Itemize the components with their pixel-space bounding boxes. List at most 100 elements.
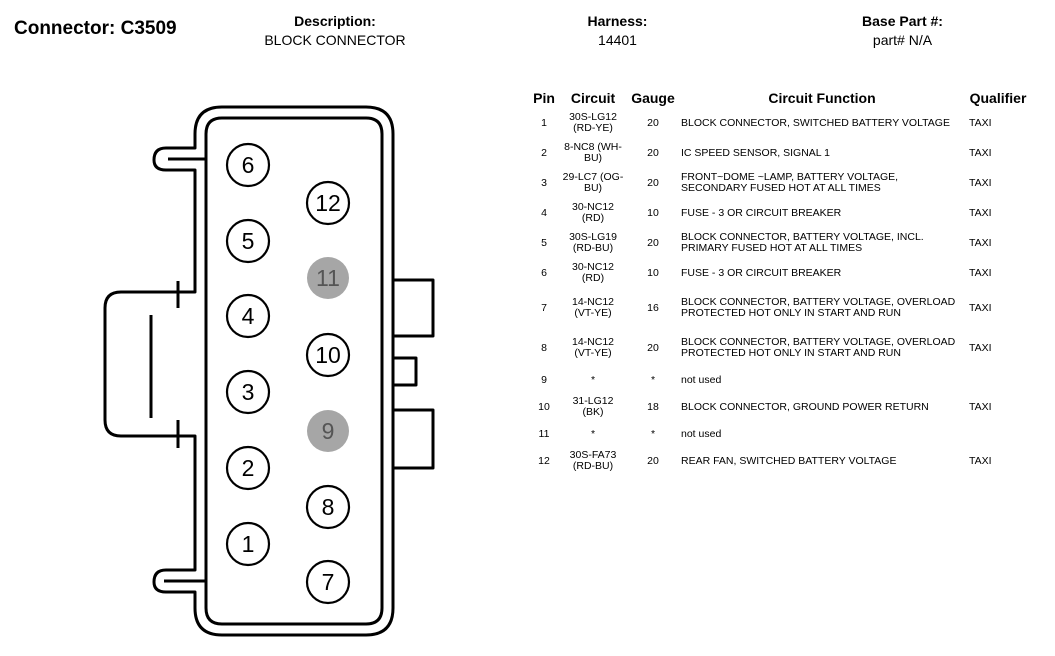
gauge-cell: 20 bbox=[647, 454, 659, 467]
pin-number-label: 7 bbox=[322, 569, 335, 595]
header-qualifier: Qualifier bbox=[969, 90, 1027, 106]
header-circuit: Circuit bbox=[570, 90, 616, 106]
description-value: BLOCK CONNECTOR bbox=[264, 32, 406, 48]
circuit-cell: 8-NC8 (WH-BU) bbox=[564, 141, 622, 164]
pin-circle bbox=[305, 484, 351, 530]
table-row: 10 31-LG12 (BK) 18 BLOCK CONNECTOR, GROUND … bbox=[530, 392, 1030, 422]
gauge-cell: 10 bbox=[647, 266, 659, 279]
table-row: 8 14-NC12 (VT-YE) 20 BLOCK CONNECTOR, BATTE… bbox=[530, 328, 1030, 368]
pin-cell: 10 bbox=[538, 400, 550, 413]
circuit-cell: 31-LG12 (BK) bbox=[572, 395, 614, 418]
circuit-cell: 29-LC7 (OG-BU) bbox=[562, 171, 624, 194]
pin-number-label: 11 bbox=[316, 265, 340, 291]
table-row: 2 8-NC8 (WH-BU) 20 IC SPEED SENSOR, SIGNAL … bbox=[530, 138, 1030, 168]
circuit-function-cell: REAR FAN, SWITCHED BATTERY VOLTAGE bbox=[681, 454, 897, 467]
table-row: 3 29-LC7 (OG-BU) 20 FRONT~DOME ~LAMP, BATTE… bbox=[530, 168, 1030, 198]
description-header: Description: BLOCK CONNECTOR bbox=[240, 12, 430, 50]
pin-circle bbox=[225, 218, 271, 264]
pin-number-label: 4 bbox=[242, 303, 255, 329]
connector-housing bbox=[103, 105, 435, 637]
qualifier-cell bbox=[966, 368, 1030, 392]
qualifier-cell: TAXI bbox=[969, 116, 992, 129]
header-circuit-function: Circuit Function bbox=[768, 90, 876, 106]
qualifier-cell: TAXI bbox=[969, 454, 992, 467]
table-row: 11 * * not used bbox=[530, 422, 1030, 446]
pin-circle bbox=[225, 521, 271, 567]
harness-value: 14401 bbox=[598, 32, 637, 48]
pin-circle bbox=[225, 293, 271, 339]
pin-number-label: 5 bbox=[242, 228, 255, 254]
header-pin: Pin bbox=[533, 90, 555, 106]
pin-number-label: 1 bbox=[242, 531, 255, 557]
pin-number-label: 6 bbox=[242, 152, 255, 178]
gauge-cell: 18 bbox=[647, 400, 659, 413]
circuit-cell: 30S-LG19 (RD-BU) bbox=[569, 231, 617, 254]
pin-number-label: 8 bbox=[322, 494, 335, 520]
description-label: Description: bbox=[294, 13, 376, 29]
table-row: 7 14-NC12 (VT-YE) 16 BLOCK CONNECTOR, BATTE… bbox=[530, 288, 1030, 328]
pin-cell: 3 bbox=[541, 176, 547, 189]
pin-circle bbox=[305, 180, 351, 226]
gauge-cell: * bbox=[650, 427, 656, 440]
table-row: 9**not used bbox=[530, 368, 1030, 392]
gauge-cell: 20 bbox=[647, 146, 659, 159]
gauge-cell: 10 bbox=[647, 206, 659, 219]
pin-cell: 8 bbox=[541, 341, 547, 354]
pin-circle bbox=[225, 142, 271, 188]
gauge-cell: 20 bbox=[647, 341, 659, 354]
circuit-cell: * bbox=[590, 427, 596, 440]
circuit-cell: 14-NC12 (VT-YE) bbox=[571, 336, 615, 359]
pin-circle bbox=[225, 369, 271, 415]
qualifier-cell: TAXI bbox=[969, 146, 992, 159]
pin-circle bbox=[225, 445, 271, 491]
gauge-cell: 20 bbox=[647, 236, 659, 249]
gauge-cell: 20 bbox=[647, 176, 659, 189]
pin-table: Pin Circuit Gauge Circuit Function Quali… bbox=[530, 88, 1030, 476]
pin-cell: 2 bbox=[541, 146, 547, 159]
qualifier-cell: TAXI bbox=[969, 400, 992, 413]
qualifier-cell: TAXI bbox=[969, 176, 992, 189]
base-part-label: Base Part #: bbox=[862, 13, 943, 29]
pin-circle bbox=[305, 332, 351, 378]
pin-cell: 7 bbox=[541, 301, 547, 314]
circuit-function-cell: BLOCK CONNECTOR, BATTERY VOLTAGE, OVERLO… bbox=[681, 296, 956, 319]
gauge-cell: 20 bbox=[647, 116, 659, 129]
pin-number-label: 12 bbox=[315, 190, 341, 216]
circuit-cell: 30S-FA73 (RD-BU) bbox=[569, 449, 617, 472]
circuit-function-cell: FRONT~DOME ~LAMP, BATTERY VOLTAGE, SECON… bbox=[681, 171, 899, 194]
pin-circle bbox=[307, 410, 349, 452]
circuit-function-cell: BLOCK CONNECTOR, SWITCHED BATTERY VOLTAG… bbox=[681, 116, 950, 129]
gauge-cell: 16 bbox=[647, 301, 659, 314]
qualifier-cell: TAXI bbox=[969, 301, 992, 314]
pin-number-label: 9 bbox=[322, 418, 335, 444]
circuit-function-cell: BLOCK CONNECTOR, GROUND POWER RETURN bbox=[681, 400, 929, 413]
base-part-header: Base Part #: part# N/A bbox=[820, 12, 985, 50]
qualifier-cell: TAXI bbox=[969, 236, 992, 249]
pin-number-label: 3 bbox=[242, 379, 255, 405]
harness-label: Harness: bbox=[587, 13, 648, 29]
pin-cell: 11 bbox=[538, 427, 550, 440]
qualifier-cell: TAXI bbox=[969, 341, 992, 354]
base-part-value: part# N/A bbox=[872, 32, 933, 48]
circuit-function-cell: FUSE - 3 OR CIRCUIT BREAKER bbox=[681, 206, 842, 219]
pin-circle bbox=[305, 559, 351, 605]
pin-table-header-row: Pin Circuit Gauge Circuit Function Quali… bbox=[530, 88, 1030, 108]
pin-cell: 4 bbox=[541, 206, 547, 219]
circuit-cell: * bbox=[590, 373, 596, 386]
circuit-cell: 14-NC12 (VT-YE) bbox=[571, 296, 615, 319]
circuit-function-cell: BLOCK CONNECTOR, BATTERY VOLTAGE, OVERLO… bbox=[681, 336, 956, 359]
circuit-cell: 30-NC12 (RD) bbox=[571, 261, 615, 284]
circuit-function-cell: IC SPEED SENSOR, SIGNAL 1 bbox=[681, 146, 830, 159]
qualifier-cell bbox=[966, 422, 1030, 446]
circuit-function-cell: FUSE - 3 OR CIRCUIT BREAKER bbox=[681, 266, 842, 279]
pin-cell: 1 bbox=[541, 116, 547, 129]
gauge-cell: * bbox=[650, 373, 656, 386]
circuit-function-cell: not used bbox=[681, 427, 722, 440]
harness-header: Harness: 14401 bbox=[560, 12, 675, 50]
pin-cell: 12 bbox=[538, 454, 550, 467]
